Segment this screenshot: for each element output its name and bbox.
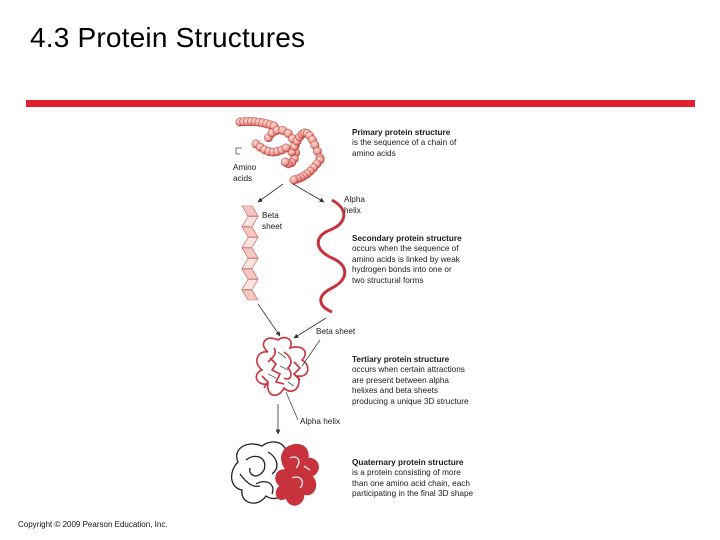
beta-sheet-pleat xyxy=(241,205,259,217)
title-rule xyxy=(26,100,695,107)
beta-sheet-pleat xyxy=(241,289,259,301)
amino-acid-bead xyxy=(280,157,290,167)
beta-sheet-pleat xyxy=(241,258,259,269)
secondary-structure-line: amino acids is linked by weak xyxy=(352,254,460,264)
protein-structure-illustration xyxy=(231,117,347,506)
beta-sheet-pleat xyxy=(241,268,259,280)
primary-structure-heading: Primary protein structure xyxy=(352,128,451,137)
alpha-helix-label: Alpha helix xyxy=(300,417,341,426)
arrow-primary-to-beta xyxy=(257,183,284,203)
beta-sheet-pleat xyxy=(241,216,259,227)
tertiary-structure-line: producing a unique 3D structure xyxy=(352,396,469,406)
primary-structure-description: Primary protein structure is the sequenc… xyxy=(352,128,502,159)
beta-sheet-pleat xyxy=(241,247,259,259)
primary-structure-line: amino acids xyxy=(352,148,396,158)
tertiary-structure-line: occurs when certain attractions xyxy=(352,365,465,375)
tertiary-structure-heading: Tertiary protein structure xyxy=(352,355,450,364)
quaternary-structure-description: Quaternary protein structure is a protei… xyxy=(352,458,502,500)
secondary-structure-line: hydrogen bonds into one or xyxy=(352,265,452,275)
amino-acid-bead xyxy=(289,175,299,185)
beta-sheet-small-label: Beta sheet xyxy=(262,211,282,232)
quaternary-structure-heading: Quaternary protein structure xyxy=(352,458,464,467)
alpha-helix-wave xyxy=(316,198,347,314)
amino-acids-bracket xyxy=(235,147,242,155)
secondary-structure-heading: Secondary protein structure xyxy=(352,234,462,243)
beta-sheet-pleat xyxy=(241,279,259,290)
secondary-structure-line: two structural forms xyxy=(352,275,424,285)
amino-acid-chain xyxy=(235,117,325,185)
arrow-alpha-to-tertiary xyxy=(293,317,327,339)
secondary-structure-line: occurs when the sequence of xyxy=(352,244,459,254)
beta-sheet-small-line1: Beta xyxy=(262,211,279,220)
amino-acids-label-line1: Amino xyxy=(233,163,257,172)
beta-sheet-pleat xyxy=(241,226,259,238)
primary-structure-line: is the sequence of a chain of xyxy=(352,138,457,148)
alpha-helix-small-label: Alpha helix xyxy=(344,195,365,216)
page-title: 4.3 Protein Structures xyxy=(30,22,306,53)
copyright-notice: Copyright © 2009 Pearson Education, Inc. xyxy=(18,520,168,529)
tertiary-structure-line: are present between alpha xyxy=(352,375,449,385)
beta-sheet-pointer xyxy=(301,339,321,367)
alpha-helix-small-line2: helix xyxy=(344,205,361,215)
beta-sheet-pleats xyxy=(241,205,259,301)
secondary-structure-description: Secondary protein structure occurs when … xyxy=(352,234,502,286)
beta-sheet-pleat xyxy=(241,237,259,248)
amino-acids-label-line2: acids xyxy=(233,173,253,183)
quaternary-structure-line: is a protein consisting of more xyxy=(352,468,461,478)
alpha-helix-small-line1: Alpha xyxy=(344,195,365,204)
tertiary-structure-line: helixes and beta sheets xyxy=(352,386,439,396)
arrow-beta-to-tertiary xyxy=(257,303,281,337)
amino-acids-label: Amino acids xyxy=(233,163,256,184)
alpha-helix-pointer xyxy=(285,391,299,421)
tertiary-structure xyxy=(255,336,309,396)
quaternary-structure-line: participating in the final 3D shape xyxy=(352,489,474,499)
beta-sheet-label: Beta sheet xyxy=(316,327,356,336)
arrow-primary-to-alpha xyxy=(292,183,325,203)
amino-acid-bead xyxy=(281,143,291,153)
quaternary-structure-line: than one amino acid chain, each xyxy=(352,478,470,488)
tertiary-structure-description: Tertiary protein structure occurs when c… xyxy=(352,355,502,407)
quaternary-structure xyxy=(231,441,319,506)
beta-sheet-small-line2: sheet xyxy=(262,221,283,231)
